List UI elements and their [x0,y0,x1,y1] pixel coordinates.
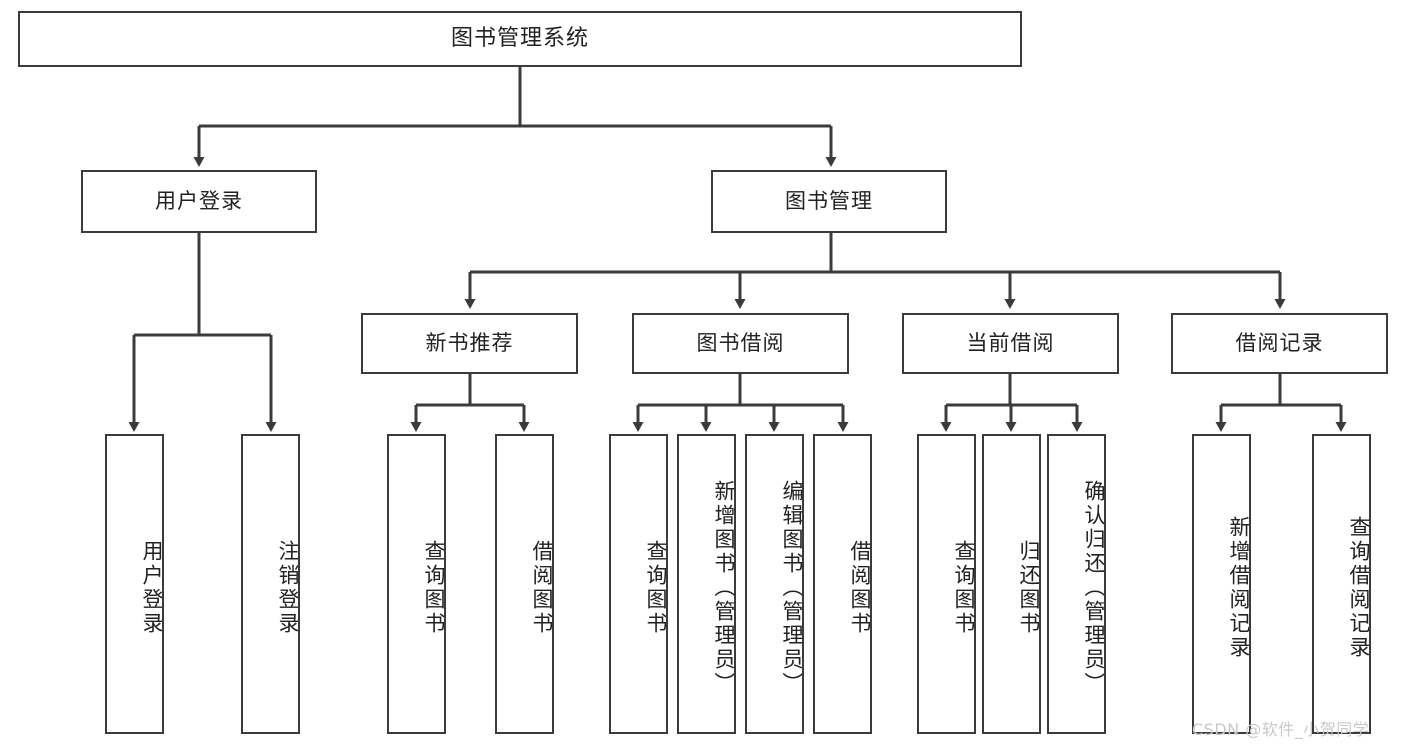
node-book-management[interactable]: 图书管理 [711,170,947,233]
leaf-user-login-logout[interactable]: 注销登录 [241,434,300,734]
leaf-borrow-records-add-record[interactable]: 新增借阅记录 [1192,434,1251,734]
leaf-current-borrow-query-book[interactable]: 查询图书 [917,434,976,734]
node-label: 借阅记录 [1235,330,1324,355]
node-label: 确认归还（管理员） [1082,480,1106,696]
leaf-book-borrow-add-book-admin[interactable]: 新增图书（管理员） [677,434,736,734]
node-label: 查询图书 [952,540,976,636]
node-label: 查询图书 [644,540,668,636]
node-label: 图书管理系统 [450,25,589,51]
node-label: 新书推荐 [425,330,514,355]
node-label: 注销登录 [276,540,300,636]
leaf-book-borrow-query-book[interactable]: 查询图书 [609,434,668,734]
node-label: 新增借阅记录 [1227,516,1251,660]
node-book-borrow[interactable]: 图书借阅 [632,313,849,374]
node-label: 借阅图书 [848,540,872,636]
csdn-watermark: CSDN @软件_小贺同学 [1192,720,1370,739]
leaf-current-borrow-confirm-return-admin[interactable]: 确认归还（管理员） [1047,434,1106,734]
node-label: 用户登录 [155,188,243,213]
node-label: 借阅图书 [530,540,554,636]
node-label: 查询借阅记录 [1347,516,1371,660]
node-label: 当前借阅 [966,330,1055,355]
node-new-book-recommend[interactable]: 新书推荐 [361,313,578,374]
node-borrow-records[interactable]: 借阅记录 [1171,313,1388,374]
node-label: 图书管理 [785,188,873,213]
node-label: 新增图书（管理员） [712,480,736,696]
leaf-new-book-borrow-book[interactable]: 借阅图书 [495,434,554,734]
node-label: 归还图书 [1017,540,1041,636]
leaf-new-book-query-book[interactable]: 查询图书 [387,434,446,734]
node-label: 查询图书 [422,540,446,636]
node-label: 用户登录 [140,540,164,636]
leaf-borrow-records-query-record[interactable]: 查询借阅记录 [1312,434,1371,734]
node-user-login[interactable]: 用户登录 [81,170,317,233]
leaf-book-borrow-borrow-book[interactable]: 借阅图书 [813,434,872,734]
node-label: 编辑图书（管理员） [780,480,804,696]
leaf-user-login-login[interactable]: 用户登录 [105,434,164,734]
node-label: 图书借阅 [696,330,785,355]
node-root-book-management-system[interactable]: 图书管理系统 [18,11,1022,67]
leaf-book-borrow-edit-book-admin[interactable]: 编辑图书（管理员） [745,434,804,734]
node-current-borrow[interactable]: 当前借阅 [902,313,1119,374]
leaf-current-borrow-return-book[interactable]: 归还图书 [982,434,1041,734]
